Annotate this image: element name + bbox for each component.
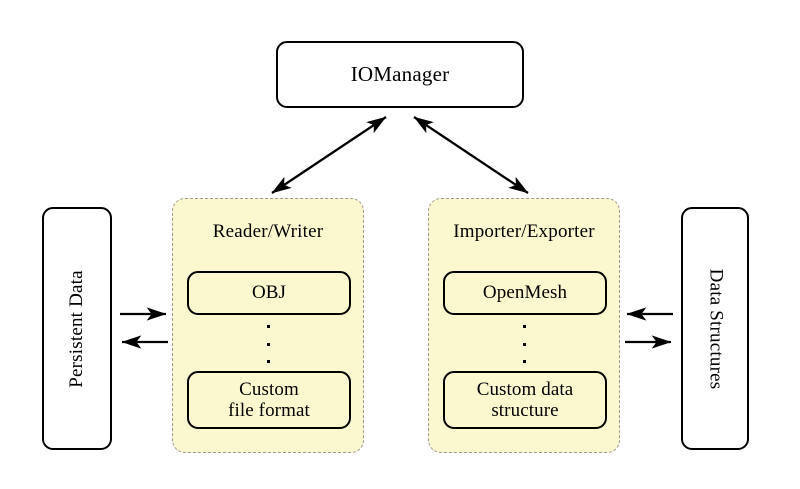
io-manager-node[interactable]: IOManager — [276, 41, 524, 108]
ellipsis-dot — [522, 360, 526, 363]
ellipsis-dot — [266, 325, 270, 328]
item-openmesh[interactable]: OpenMesh — [443, 271, 607, 315]
item-openmesh-label: OpenMesh — [482, 282, 568, 304]
group-reader-writer-title: Reader/Writer — [212, 221, 324, 242]
ellipsis-dot — [266, 342, 270, 346]
ellipsis-dot — [522, 325, 526, 328]
item-obj[interactable]: OBJ — [187, 271, 351, 315]
data-structures-label: Data Structures — [705, 268, 726, 389]
group-importer-exporter-title: Importer/Exporter — [453, 221, 595, 242]
persistent-data-label: Persistent Data — [66, 269, 88, 388]
ellipsis-dot — [266, 360, 270, 363]
group-reader-writer[interactable]: Reader/Writer OBJ Custom file format — [172, 198, 364, 453]
group-importer-exporter[interactable]: Importer/Exporter OpenMesh Custom data s… — [428, 198, 620, 453]
connector-manager-readerwriter — [271, 116, 387, 194]
connector-manager-importerexporter — [413, 116, 529, 194]
ellipsis-dot — [522, 342, 526, 346]
item-custom-data-structure[interactable]: Custom data structure — [443, 371, 607, 429]
item-custom-file-format-line1: Custom — [239, 378, 299, 400]
io-manager-label: IOManager — [350, 62, 450, 86]
item-custom-file-format-line2: file format — [228, 400, 310, 421]
persistent-data-node[interactable]: Persistent Data — [42, 207, 112, 450]
item-custom-file-format[interactable]: Custom file format — [187, 371, 351, 429]
item-obj-label: OBJ — [251, 282, 287, 304]
item-custom-data-structure-label: Custom data structure — [477, 379, 574, 422]
data-structures-node[interactable]: Data Structures — [681, 207, 749, 450]
item-custom-data-structure-line1: Custom data — [476, 378, 574, 400]
item-custom-data-structure-line2: structure — [491, 400, 559, 421]
item-custom-file-format-label: Custom file format — [228, 379, 310, 422]
ellipsis-reader-writer — [173, 325, 363, 363]
ellipsis-importer-exporter — [429, 325, 619, 363]
